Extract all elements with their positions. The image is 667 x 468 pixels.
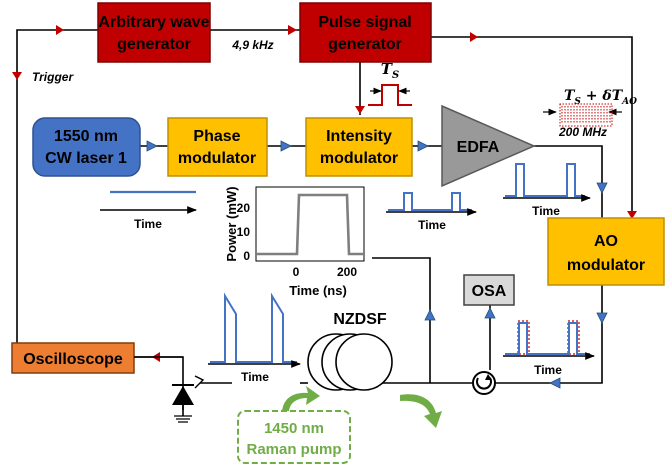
phase-label-1: Phase	[193, 128, 240, 145]
intensity-label-1: Intensity	[326, 128, 392, 145]
mhz-label: 200 MHz	[558, 125, 607, 139]
inset-ytick-10: 10	[237, 225, 251, 239]
osa-block[interactable]: OSA	[463, 274, 515, 306]
inset-ylabel: Power (mW)	[224, 186, 239, 261]
scope-label: Oscilloscope	[23, 351, 123, 368]
oscilloscope-block[interactable]: Oscilloscope	[11, 342, 135, 374]
ts2-plus: + δT	[581, 88, 624, 104]
optical-arrowheads	[146, 140, 608, 389]
signal-pulses-im: Time	[386, 192, 477, 232]
edfa-label: EDFA	[457, 139, 500, 156]
pump-arrows	[282, 386, 442, 428]
awg-input-arrow-icon	[56, 25, 64, 35]
fiber-label: NZDSF	[333, 311, 387, 328]
freq-label: 4,9 kHz	[231, 38, 273, 52]
inset-ytick-0: 0	[243, 249, 250, 263]
time-label-4: Time	[534, 363, 562, 377]
psg-to-ao-arrow-icon	[627, 211, 637, 219]
ts-sub: S	[392, 70, 399, 81]
laser-label-2: CW laser 1	[45, 150, 127, 167]
psg-out-arrow-icon	[470, 32, 478, 42]
edfa-block[interactable]: EDFA	[441, 104, 536, 188]
ts-pulse: TS	[368, 60, 412, 106]
inset-plot: 0 10 20 0 200 Time (ns) Power (mW)	[224, 186, 365, 298]
ts2-label: T	[564, 88, 576, 104]
fiber-spool-icon	[300, 333, 393, 391]
trigger-arrow-icon	[12, 72, 22, 80]
psg-label-2: generator	[328, 36, 402, 53]
inset-ytick-20: 20	[237, 201, 251, 215]
pump-label-2: Raman pump	[246, 441, 341, 458]
psg-block[interactable]: Pulse signal generator	[299, 2, 432, 63]
awg-block[interactable]: Arbitrary wave generator	[97, 2, 211, 63]
ao-label-1: AO	[594, 233, 618, 250]
psg-to-im-arrow-icon	[355, 106, 365, 114]
signal-cw: Time	[100, 190, 197, 231]
signal-pulses-edfa: Time	[503, 163, 591, 218]
time-label-5: Time	[241, 370, 269, 384]
time-label-2: Time	[418, 218, 446, 232]
pump-label-1: 1450 nm	[264, 420, 324, 437]
awg-to-psg-arrow-icon	[288, 25, 297, 35]
svg-text:TS + δTAO: TS + δTAO	[564, 88, 637, 107]
circulator-icon	[472, 371, 496, 395]
signal-pulses-scope: Time	[208, 292, 301, 384]
osa-label: OSA	[472, 283, 507, 300]
time-label-1: Time	[134, 217, 162, 231]
intensity-label-2: modulator	[320, 150, 398, 167]
inset-xtick-0: 0	[293, 265, 300, 279]
ao-label-2: modulator	[567, 257, 645, 274]
ts-label: T	[381, 60, 394, 78]
psg-label-1: Pulse signal	[318, 14, 411, 31]
inset-xlabel: Time (ns)	[289, 283, 347, 298]
signal-pulses-ao: Time	[503, 320, 595, 377]
ao-drive-pulse: TS + δTAO 200 MHz	[543, 88, 637, 139]
trigger-label: Trigger	[32, 70, 74, 84]
ts2-sub: S	[574, 97, 581, 107]
laser-label-1: 1550 nm	[54, 128, 118, 145]
phase-modulator-block[interactable]: Phase modulator	[167, 117, 268, 177]
inset-xtick-200: 200	[337, 265, 357, 279]
laser-block[interactable]: 1550 nm CW laser 1	[32, 117, 141, 177]
svg-text:TS: TS	[381, 60, 399, 81]
ao-modulator-block[interactable]: AO modulator	[547, 217, 665, 286]
time-label-3: Time	[532, 204, 560, 218]
photodiode-icon	[172, 375, 232, 423]
intensity-modulator-block[interactable]: Intensity modulator	[305, 117, 413, 177]
ts2-sub2: AO	[621, 97, 637, 107]
awg-label-2: generator	[117, 36, 191, 53]
phase-label-2: modulator	[178, 150, 256, 167]
raman-pump-block[interactable]: 1450 nm Raman pump	[237, 410, 351, 464]
awg-label-1: Arbitrary wave	[98, 14, 209, 31]
